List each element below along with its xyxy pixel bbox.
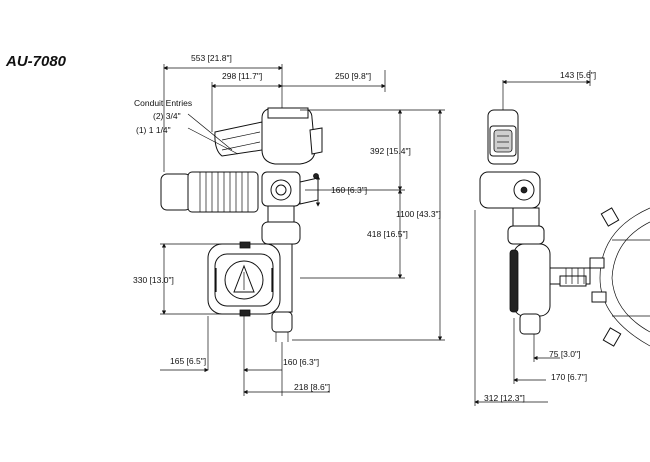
flange-arc-inner <box>611 221 650 333</box>
side-indicator <box>513 243 551 317</box>
motor-endcap <box>160 173 192 211</box>
dim-218-label: 218 [8.6"] <box>294 382 330 392</box>
dim-330-label: 330 [13.0"] <box>133 275 174 285</box>
dim-298-label: 298 [11.7"] <box>222 71 262 81</box>
front-dimensions <box>160 64 445 396</box>
conduit-line-2: (1) 1 1/4" <box>136 125 171 135</box>
shaft-coupling <box>261 221 301 245</box>
side-terminal <box>493 129 513 153</box>
conduit-sleeve <box>214 121 263 157</box>
actuator-top-cap <box>267 107 309 119</box>
dim-553-label: 553 [21.8"] <box>191 53 232 63</box>
front-view <box>160 107 323 342</box>
dim-165-label: 165 [6.5"] <box>170 356 206 366</box>
indicator-tab-bottom <box>239 309 251 317</box>
conduit-line-1: (2) 3/4" <box>153 111 181 121</box>
side-lever <box>299 177 319 205</box>
dim-75-label: 75 [3.0"] <box>549 349 580 359</box>
flange-lug-3 <box>591 291 607 303</box>
conduit-leaders <box>187 113 239 155</box>
dim-160-vertical-label: 160 [6.3"] <box>331 185 367 195</box>
dim-312-label: 312 [12.3"] <box>484 393 525 403</box>
side-bottom-coupling <box>519 313 541 335</box>
flange-lug-4 <box>602 327 622 347</box>
dim-160-horizontal-label: 160 [6.3"] <box>283 357 319 367</box>
flange-lug-2 <box>589 257 605 269</box>
dim-170-label: 170 [6.7"] <box>551 372 587 382</box>
shaft-upper <box>267 205 295 225</box>
dim-143-label: 143 [5.6"] <box>560 70 596 80</box>
dim-392-label: 392 [15.4"] <box>370 146 411 156</box>
dim-250-label: 250 [9.8"] <box>335 71 371 81</box>
dim-418-label: 418 [16.5"] <box>367 229 408 239</box>
dim-1100-label: 1100 [43.3"] <box>396 209 441 219</box>
actuator-side-boss <box>309 127 323 155</box>
motor-ribs <box>199 172 249 212</box>
indicator-tab-top <box>239 241 251 249</box>
side-dimensions <box>474 70 591 406</box>
flange-lug-1 <box>600 207 620 227</box>
flange-arc-outer <box>599 207 650 347</box>
model-title: AU-7080 <box>5 53 67 70</box>
side-view <box>479 109 650 347</box>
bottom-coupling <box>271 311 293 333</box>
motor-body <box>187 171 259 213</box>
side-indicator-band <box>509 249 519 313</box>
conduit-heading: Conduit Entries <box>134 98 192 108</box>
